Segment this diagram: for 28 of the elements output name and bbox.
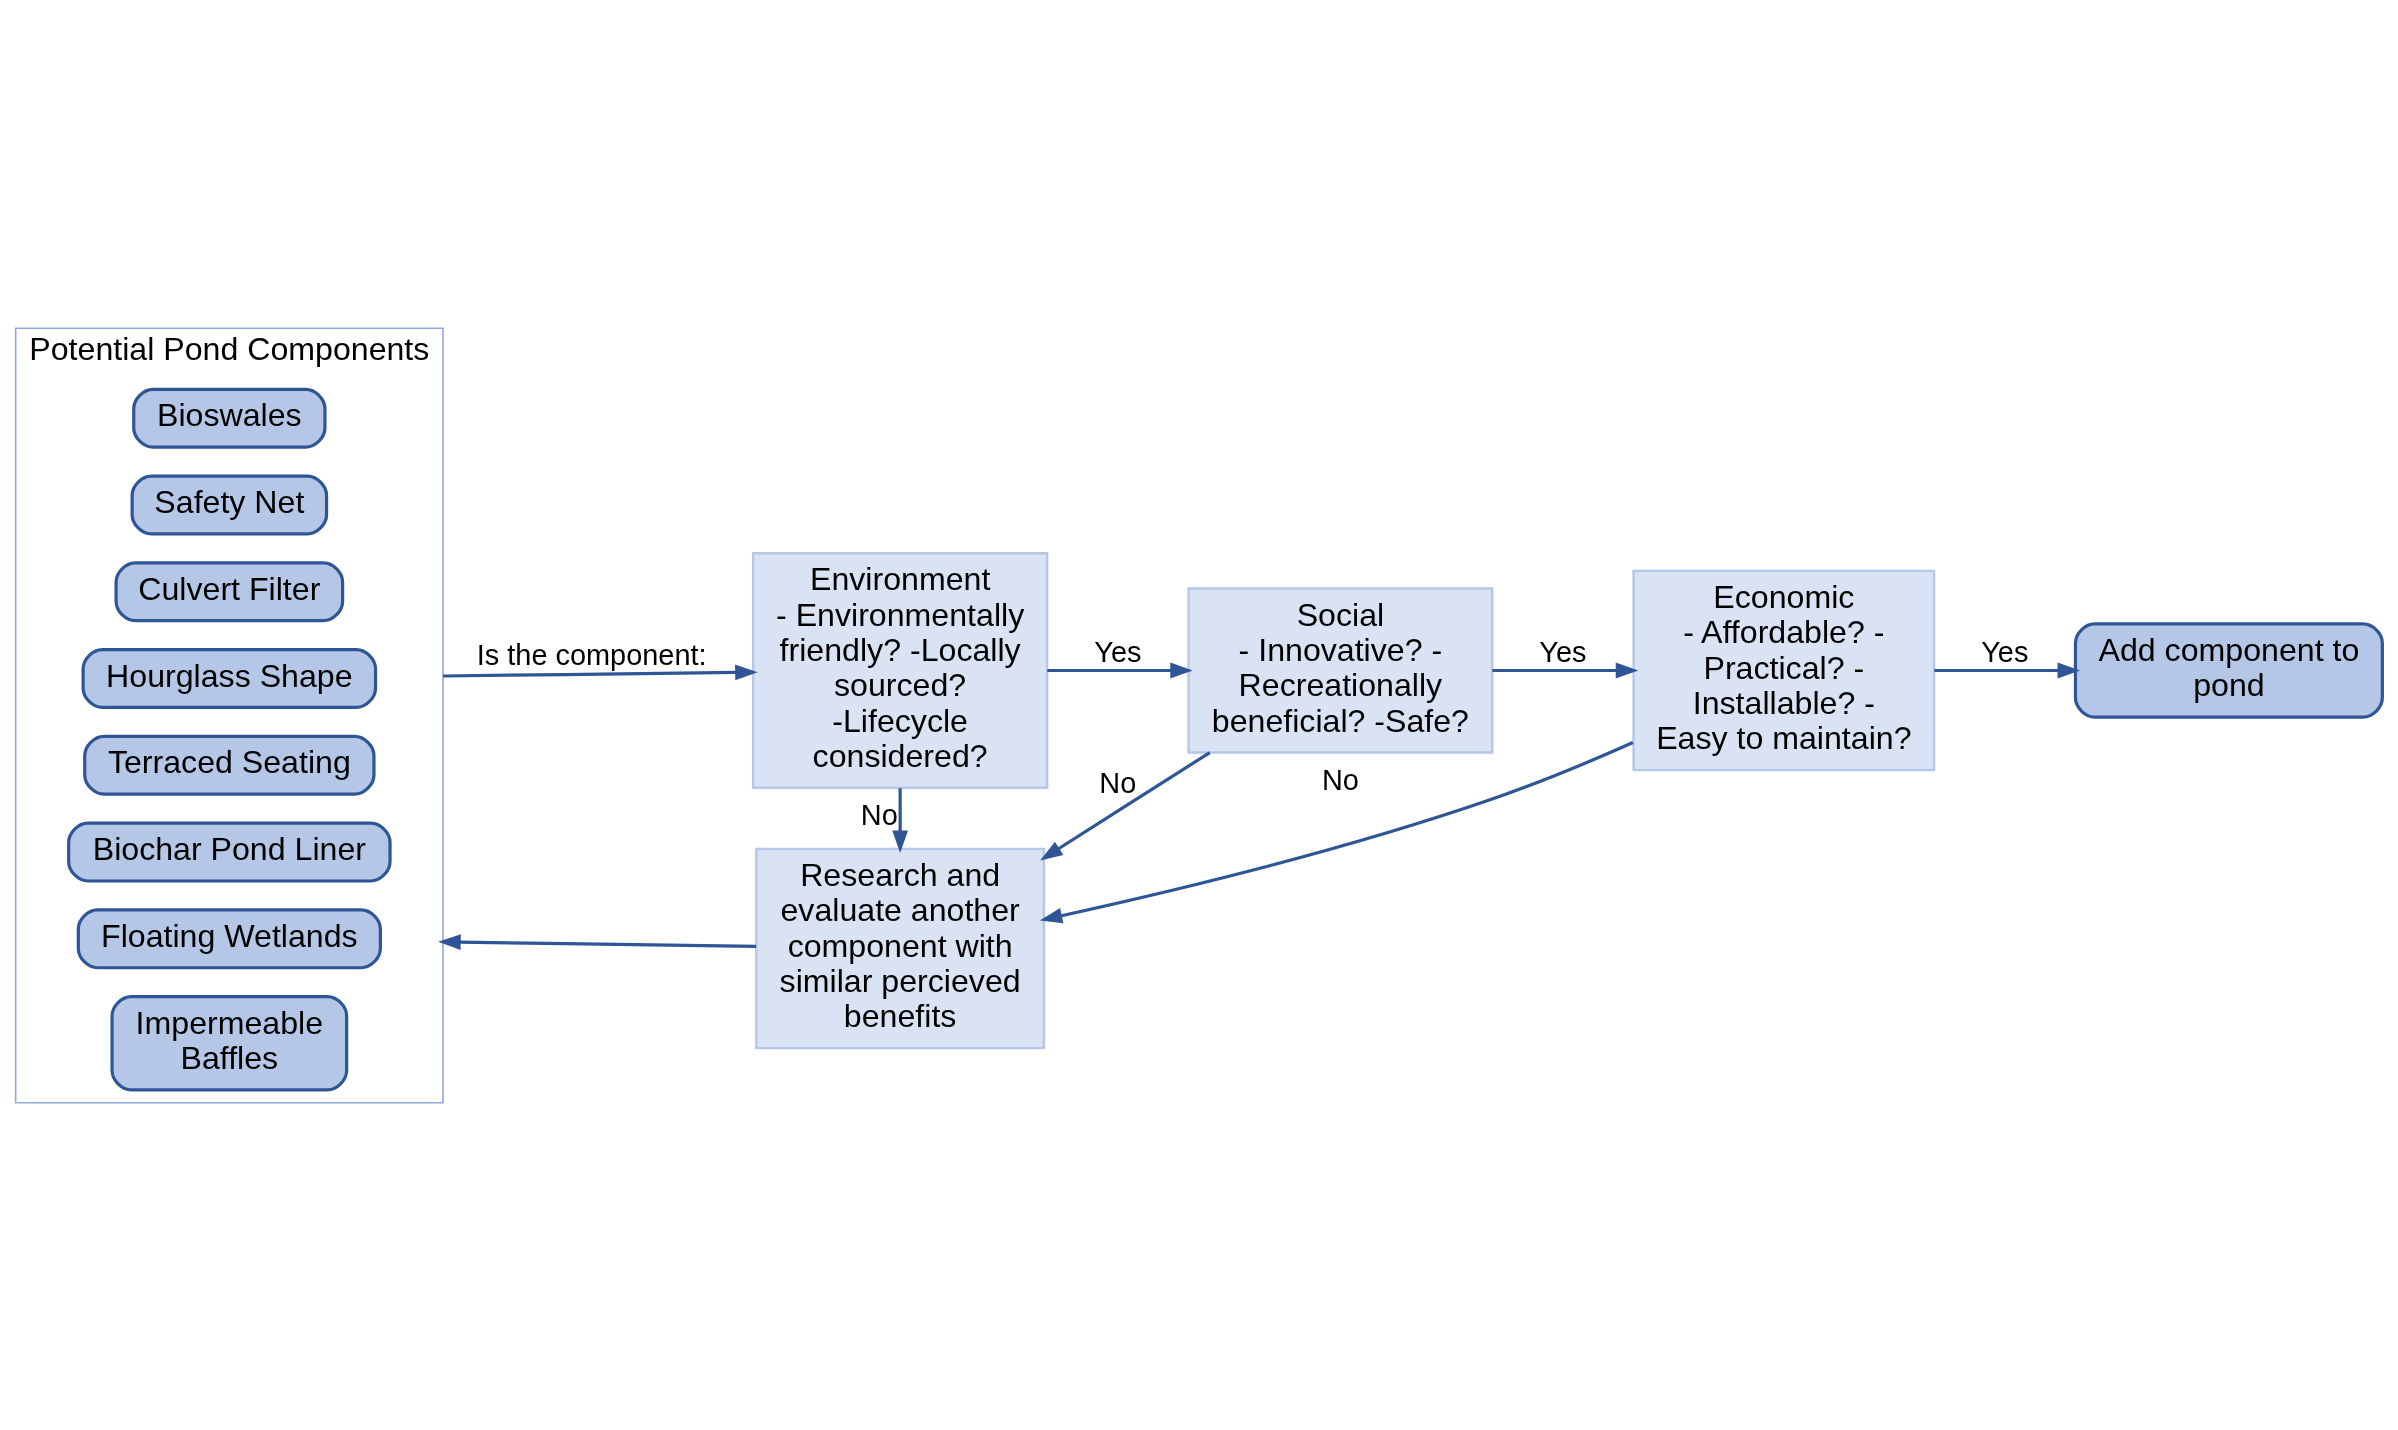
node-box: Environment - Environmentally friendly? -Locally sourced? -Lifecycle considered? xyxy=(751,551,1049,789)
edge-label: Yes xyxy=(1539,635,1587,668)
node-box: Terraced Seating xyxy=(83,734,376,796)
arrow xyxy=(443,664,758,680)
edge-label: No xyxy=(860,798,898,831)
edge-label: Yes xyxy=(1094,635,1142,668)
node-box: Social - Innovative? - Recreationally beneficial? -Safe? xyxy=(1187,586,1494,754)
arrow xyxy=(1492,662,1639,678)
node-box: Hourglass Shape xyxy=(81,647,378,709)
edge-label: No xyxy=(1321,763,1359,796)
node-box: Economic - Affordable? - Practical? - Installable? - Easy to maintain? xyxy=(1632,569,1936,771)
node-box: Impermeable Baffles xyxy=(110,994,349,1091)
node-box: Add component to pond xyxy=(2073,621,2384,719)
node-box: Safety Net xyxy=(130,474,329,536)
arrow xyxy=(1934,662,2081,678)
arrow xyxy=(1047,662,1193,678)
node-box: Biochar Pond Liner xyxy=(67,821,392,883)
node-box: Culvert Filter xyxy=(114,560,345,622)
arrow xyxy=(438,933,757,950)
arrow xyxy=(1040,750,1211,860)
edge-label: Is the component: xyxy=(476,638,707,671)
arrow xyxy=(1039,740,1634,923)
node-box: Research and evaluate another component with similar percieved benefits xyxy=(755,847,1046,1049)
node-box: Floating Wetlands xyxy=(76,907,382,969)
node-box: Bioswales xyxy=(132,387,327,449)
edge-label: Yes xyxy=(1981,635,2029,668)
edge-label: No xyxy=(1099,766,1137,799)
arrow xyxy=(892,787,909,853)
